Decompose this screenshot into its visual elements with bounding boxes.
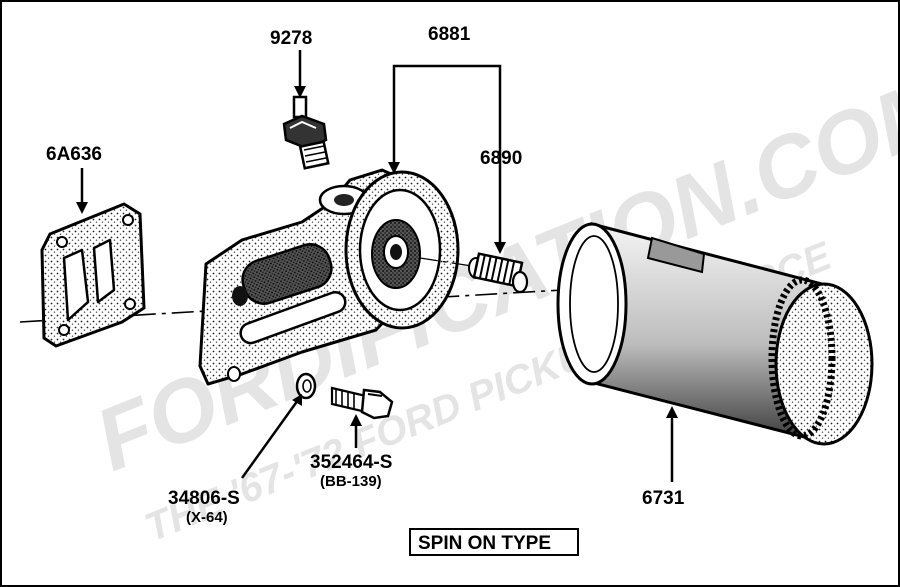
label-34806-s: 34806-S [168, 488, 240, 509]
caption-box: SPIN ON TYPE [409, 528, 579, 556]
washer-34806-s [295, 372, 317, 400]
insert-6890 [419, 252, 529, 294]
label-bb-139: (BB-139) [320, 473, 382, 490]
arrow-heads [76, 86, 678, 426]
oil-filter-6731 [556, 222, 874, 446]
label-9278: 9278 [270, 28, 312, 49]
caption: SPIN ON TYPE [418, 533, 551, 554]
label-6881: 6881 [428, 24, 471, 45]
label-6890: 6890 [480, 148, 522, 169]
label-6a636: 6A636 [46, 144, 102, 165]
label-352464-s: 352464-S [310, 452, 392, 473]
label-x-64: (X-64) [186, 509, 228, 526]
bolt-352464-s [330, 386, 394, 420]
label-6731: 6731 [642, 488, 685, 509]
pressure-switch-9278 [282, 95, 330, 170]
filter-adapter-6881 [198, 168, 460, 386]
gasket-6a636 [40, 202, 146, 348]
leader-lines [80, 50, 674, 482]
